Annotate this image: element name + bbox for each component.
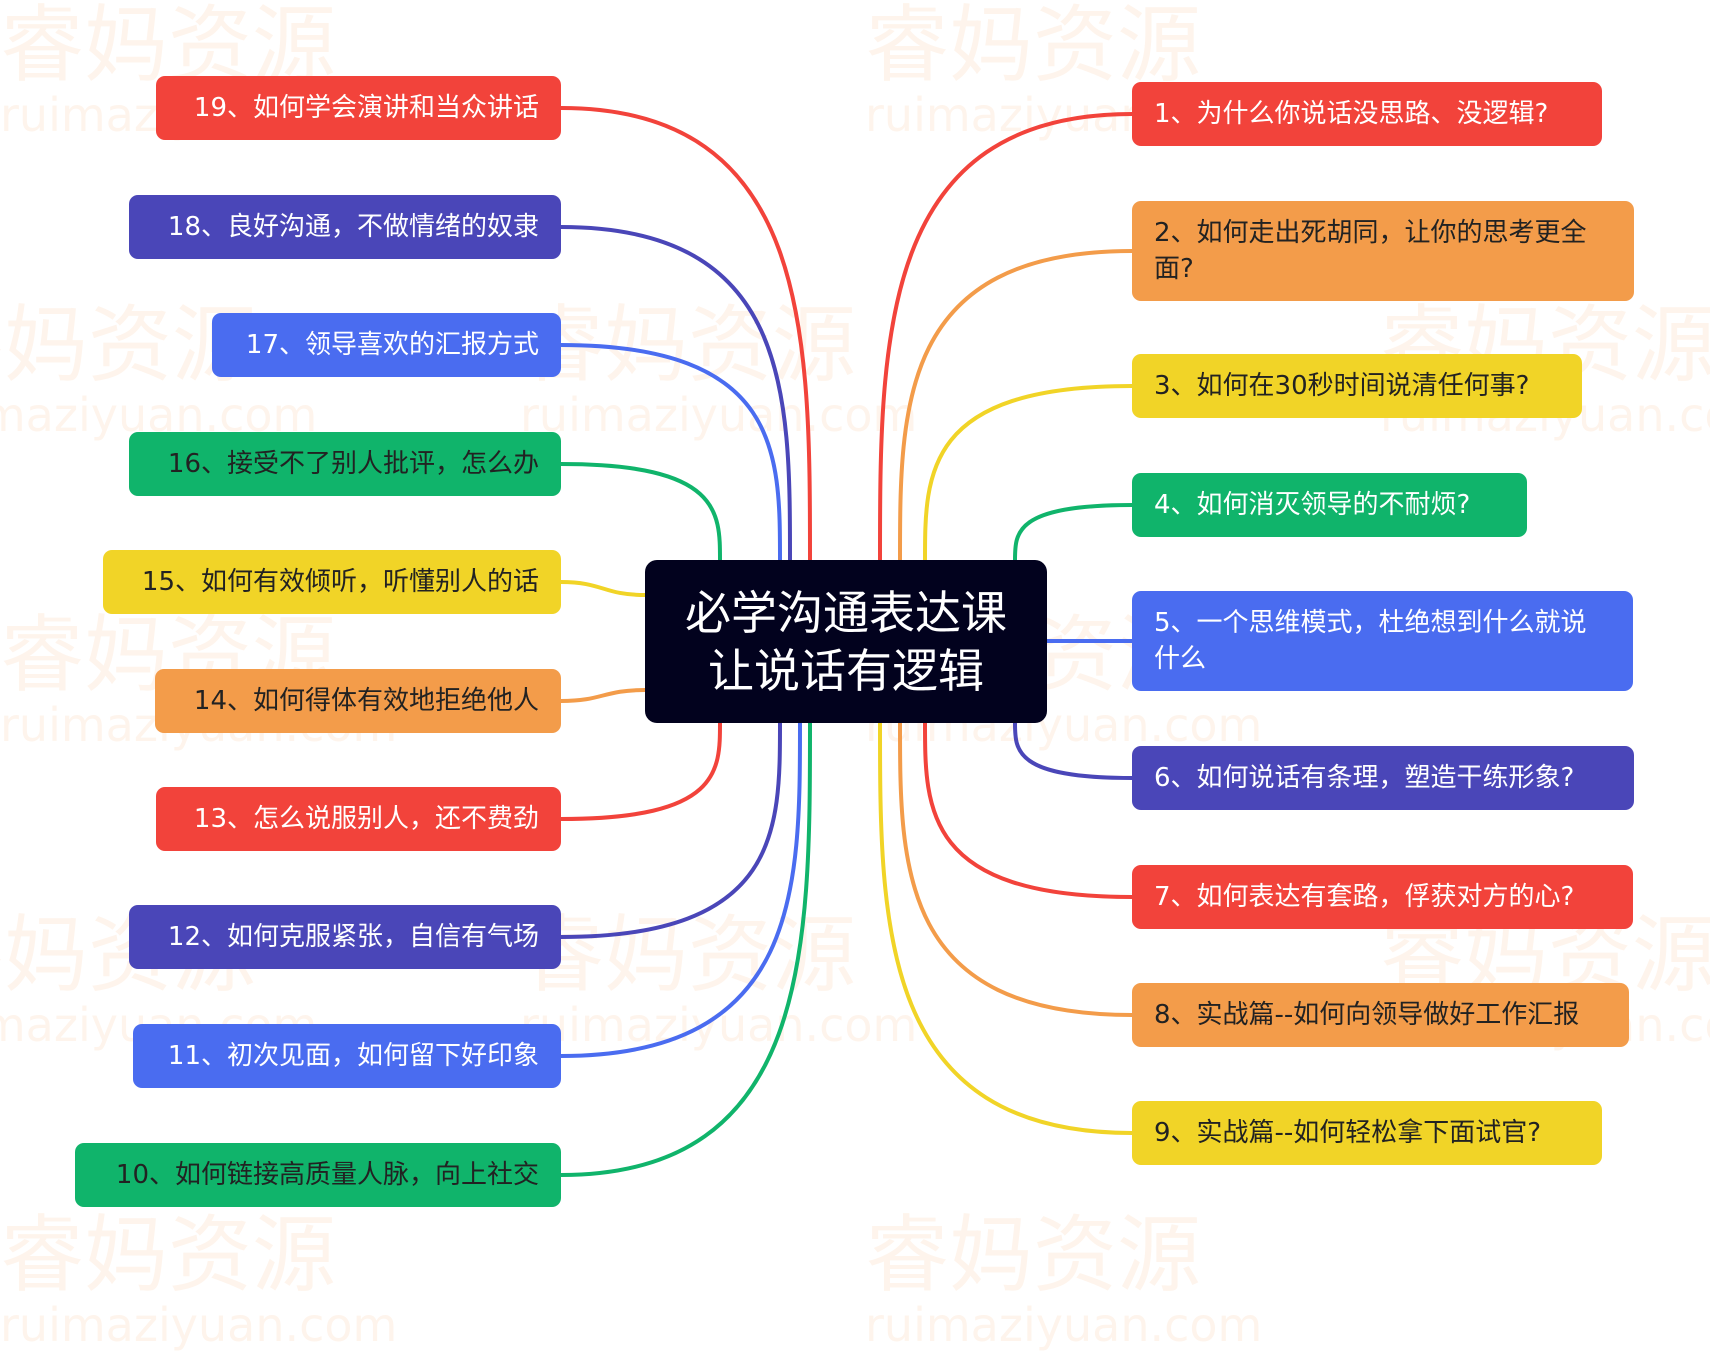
connector-right-1 <box>878 112 1133 561</box>
topic-node-left-6[interactable]: 14、如何得体有效地拒绝他人 <box>155 669 561 733</box>
topic-label: 11、初次见面，如何留下好印象 <box>167 1041 539 1071</box>
topic-node-right-7[interactable]: 7、如何表达有套路，俘获对方的心? <box>1132 865 1633 929</box>
topic-label: 12、如何克服紧张，自信有气场 <box>167 922 539 952</box>
topic-node-left-1[interactable]: 19、如何学会演讲和当众讲话 <box>156 76 561 140</box>
topic-label: 1、为什么你说话没思路、没逻辑? <box>1154 99 1549 129</box>
connector-right-7 <box>923 722 1133 899</box>
connector-left-5 <box>560 580 646 597</box>
topic-node-right-5[interactable]: 5、一个思维模式，杜绝想到什么就说什么 <box>1132 591 1633 691</box>
topic-node-right-1[interactable]: 1、为什么你说话没思路、没逻辑? <box>1132 82 1602 146</box>
topic-node-right-6[interactable]: 6、如何说话有条理，塑造干练形象? <box>1132 746 1634 810</box>
topic-label: 13、怎么说服别人，还不费劲 <box>193 804 539 834</box>
connector-left-3 <box>560 343 782 561</box>
topic-label: 17、领导喜欢的汇报方式 <box>245 330 539 360</box>
topic-label: 9、实战篇--如何轻松拿下面试官? <box>1154 1118 1542 1148</box>
topic-label: 4、如何消灭领导的不耐烦? <box>1154 490 1471 520</box>
topic-node-left-5[interactable]: 15、如何有效倾听，听懂别人的话 <box>103 550 561 614</box>
topic-node-left-4[interactable]: 16、接受不了别人批评，怎么办 <box>129 432 561 496</box>
central-topic[interactable]: 必学沟通表达课 让说话有逻辑 <box>645 560 1047 723</box>
central-topic-line1: 必学沟通表达课 <box>685 585 1007 640</box>
central-topic-line2: 让说话有逻辑 <box>708 643 984 698</box>
topic-node-left-9[interactable]: 11、初次见面，如何留下好印象 <box>133 1024 561 1088</box>
connector-lines <box>560 106 1133 1177</box>
topic-node-left-2[interactable]: 18、良好沟通，不做情绪的奴隶 <box>129 195 561 259</box>
connector-left-8 <box>560 722 782 939</box>
watermark-en: ruimaziyuan.com <box>0 1298 398 1352</box>
topic-label: 19、如何学会演讲和当众讲话 <box>193 93 539 123</box>
connector-left-9 <box>560 722 802 1058</box>
topic-node-right-8[interactable]: 8、实战篇--如何向领导做好工作汇报 <box>1132 983 1629 1047</box>
connector-right-9 <box>878 722 1133 1135</box>
topic-node-left-8[interactable]: 12、如何克服紧张，自信有气场 <box>129 905 561 969</box>
topic-label: 10、如何链接高质量人脉，向上社交 <box>115 1160 539 1190</box>
connector-right-8 <box>898 722 1133 1017</box>
watermark-en: ruimaziyuan.com <box>865 1298 1263 1352</box>
topic-node-left-3[interactable]: 17、领导喜欢的汇报方式 <box>212 313 561 377</box>
topic-label: 18、良好沟通，不做情绪的奴隶 <box>167 212 539 242</box>
topic-label: 3、如何在30秒时间说清任何事? <box>1154 371 1530 401</box>
connector-left-6 <box>560 688 646 703</box>
connector-right-6 <box>1013 722 1133 780</box>
topic-label: 5、一个思维模式，杜绝想到什么就说什么 <box>1154 608 1587 674</box>
topic-label: 7、如何表达有套路，俘获对方的心? <box>1154 882 1575 912</box>
connector-left-1 <box>560 106 812 561</box>
connector-left-4 <box>560 462 722 561</box>
topic-label: 15、如何有效倾听，听懂别人的话 <box>141 567 539 597</box>
topic-node-right-2[interactable]: 2、如何走出死胡同，让你的思考更全面? <box>1132 201 1634 301</box>
connector-left-2 <box>560 225 792 561</box>
connector-left-7 <box>560 722 722 821</box>
connector-left-10 <box>560 722 812 1177</box>
topic-node-right-3[interactable]: 3、如何在30秒时间说清任何事? <box>1132 354 1582 418</box>
topic-label: 2、如何走出死胡同，让你的思考更全面? <box>1154 218 1587 284</box>
topic-node-right-9[interactable]: 9、实战篇--如何轻松拿下面试官? <box>1132 1101 1602 1165</box>
topic-node-left-10[interactable]: 10、如何链接高质量人脉，向上社交 <box>75 1143 561 1207</box>
topic-node-right-4[interactable]: 4、如何消灭领导的不耐烦? <box>1132 473 1527 537</box>
topic-node-left-7[interactable]: 13、怎么说服别人，还不费劲 <box>156 787 561 851</box>
topic-label: 16、接受不了别人批评，怎么办 <box>167 449 539 479</box>
topic-label: 14、如何得体有效地拒绝他人 <box>193 686 539 716</box>
connector-right-2 <box>898 249 1133 561</box>
topic-label: 6、如何说话有条理，塑造干练形象? <box>1154 763 1575 793</box>
connector-right-4 <box>1013 503 1133 561</box>
topic-label: 8、实战篇--如何向领导做好工作汇报 <box>1154 1000 1580 1030</box>
connector-right-3 <box>923 384 1133 561</box>
